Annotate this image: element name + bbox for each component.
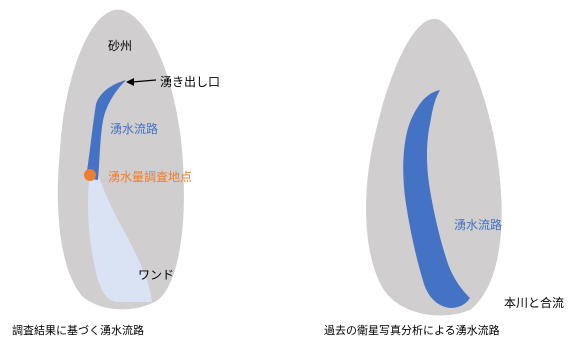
source-label: 湧き出し口 xyxy=(160,75,220,89)
confluence-label: 本川と合流 xyxy=(504,295,564,310)
right-sandbar xyxy=(366,18,502,316)
left-sandbar xyxy=(57,9,184,310)
measurement-point xyxy=(84,169,96,181)
measurement-label: 湧水量調査地点 xyxy=(108,170,192,184)
right-panel: 湧水流路 本川と合流 過去の衛星写真分析による湧水流路 xyxy=(324,18,564,337)
right-caption: 過去の衛星写真分析による湧水流路 xyxy=(324,323,500,337)
right-channel-label: 湧水流路 xyxy=(454,217,502,232)
left-wando xyxy=(88,174,152,302)
source-arrowhead xyxy=(126,78,134,86)
source-arrow xyxy=(131,79,157,83)
left-channel-label: 湧水流路 xyxy=(110,121,158,136)
wando-label: ワンド xyxy=(138,268,174,282)
left-channel xyxy=(86,80,126,180)
left-caption: 調査結果に基づく湧水流路 xyxy=(12,323,144,337)
sandbar-label: 砂州 xyxy=(108,39,132,53)
left-panel: 砂州 湧き出し口 湧水流路 湧水量調査地点 ワンド 調査結果に基づく湧水流路 xyxy=(12,9,220,337)
right-channel xyxy=(403,90,470,308)
